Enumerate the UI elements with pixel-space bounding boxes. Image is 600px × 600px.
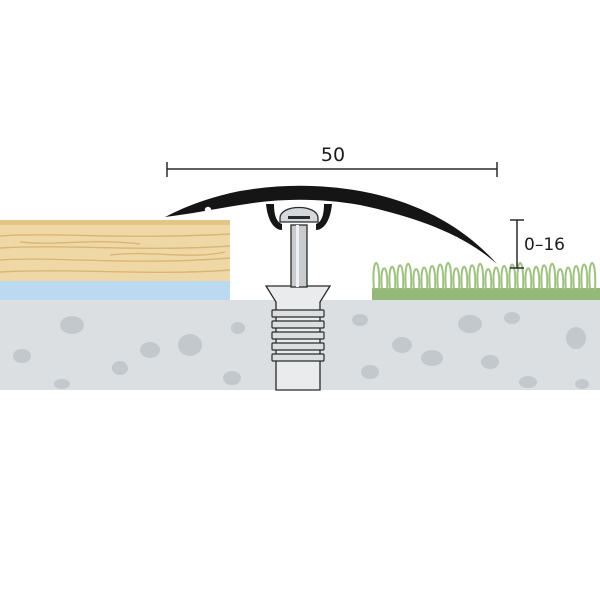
profile-arch <box>165 185 497 264</box>
underlay-layer <box>0 281 230 300</box>
profile-groove-right <box>452 236 460 244</box>
carpet-backing <box>372 288 600 300</box>
width-label: 50 <box>321 144 345 166</box>
transition-profile <box>165 185 497 264</box>
profile-screw-channel <box>266 204 332 230</box>
plug-ribs <box>271 309 325 362</box>
wood-floor-panel <box>0 220 231 300</box>
screw <box>279 206 319 288</box>
carpet-loops <box>372 262 597 291</box>
wood-grain <box>0 233 231 274</box>
width-dimension <box>166 162 498 177</box>
concrete-stones <box>13 312 589 389</box>
height-dimension <box>510 219 524 269</box>
carpet-panel <box>372 262 600 300</box>
wall-plug <box>264 285 332 391</box>
screw-head <box>279 206 319 223</box>
height-label: 0–16 <box>524 235 565 255</box>
profile-groove-left <box>204 206 212 214</box>
